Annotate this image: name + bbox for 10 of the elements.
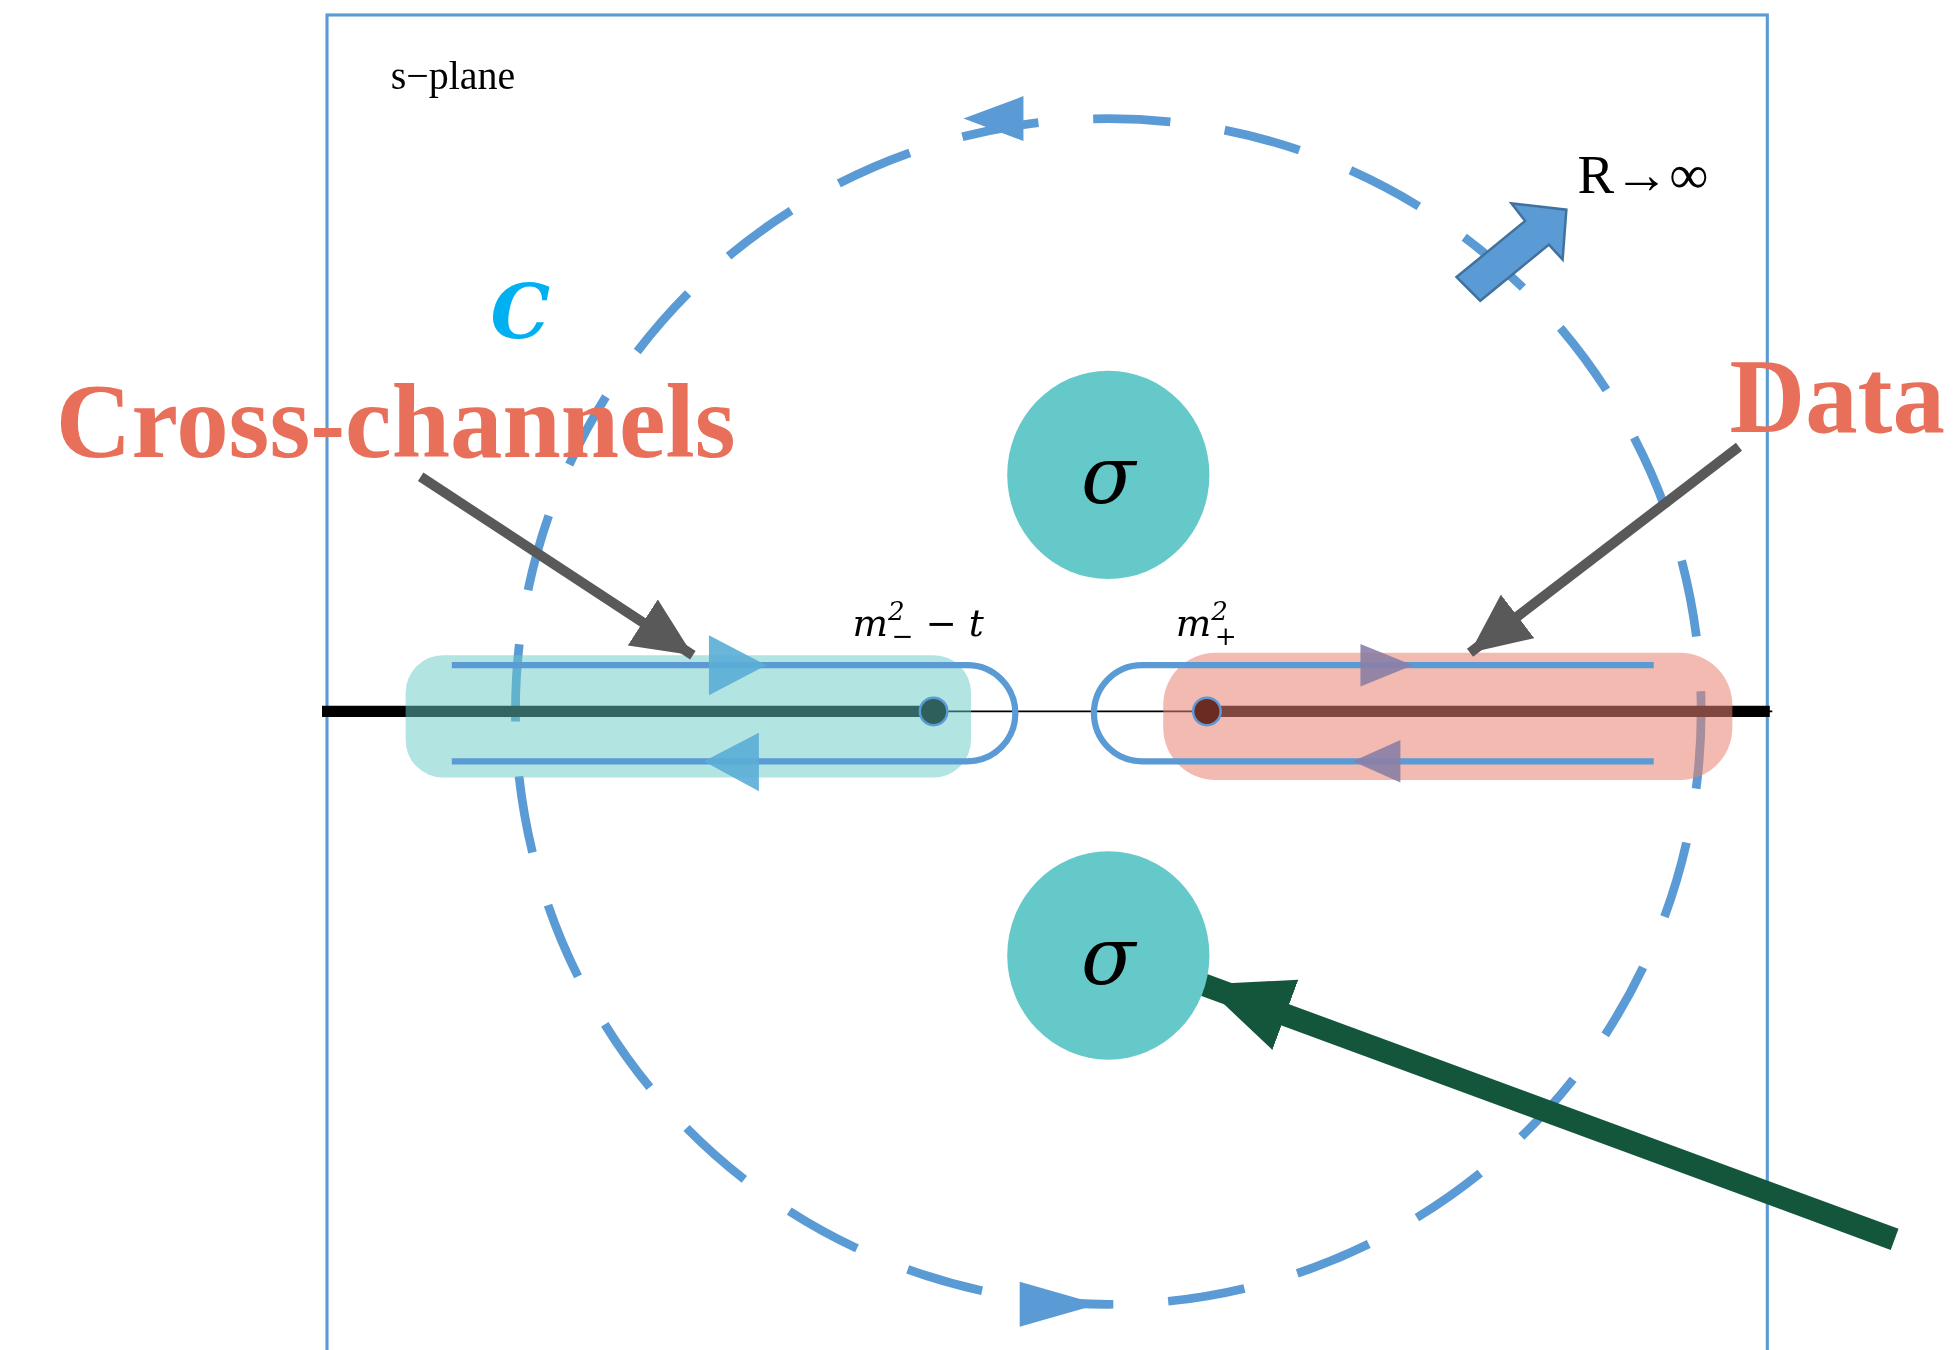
pointer-arrow	[417, 472, 696, 660]
cross-channel-band	[405, 655, 971, 778]
contour-label: C	[490, 268, 551, 356]
sigma-disk: σ	[1007, 370, 1210, 580]
threshold-label: m$^{2}$$_{−}$ − t	[852, 596, 984, 652]
pointer-arrow	[1199, 974, 1899, 1250]
pointer-arrow	[1466, 442, 1742, 657]
sigma-disk: σ	[1007, 851, 1210, 1060]
plane-label: s−plane	[390, 52, 516, 99]
radius-label: R→∞	[1577, 143, 1709, 208]
